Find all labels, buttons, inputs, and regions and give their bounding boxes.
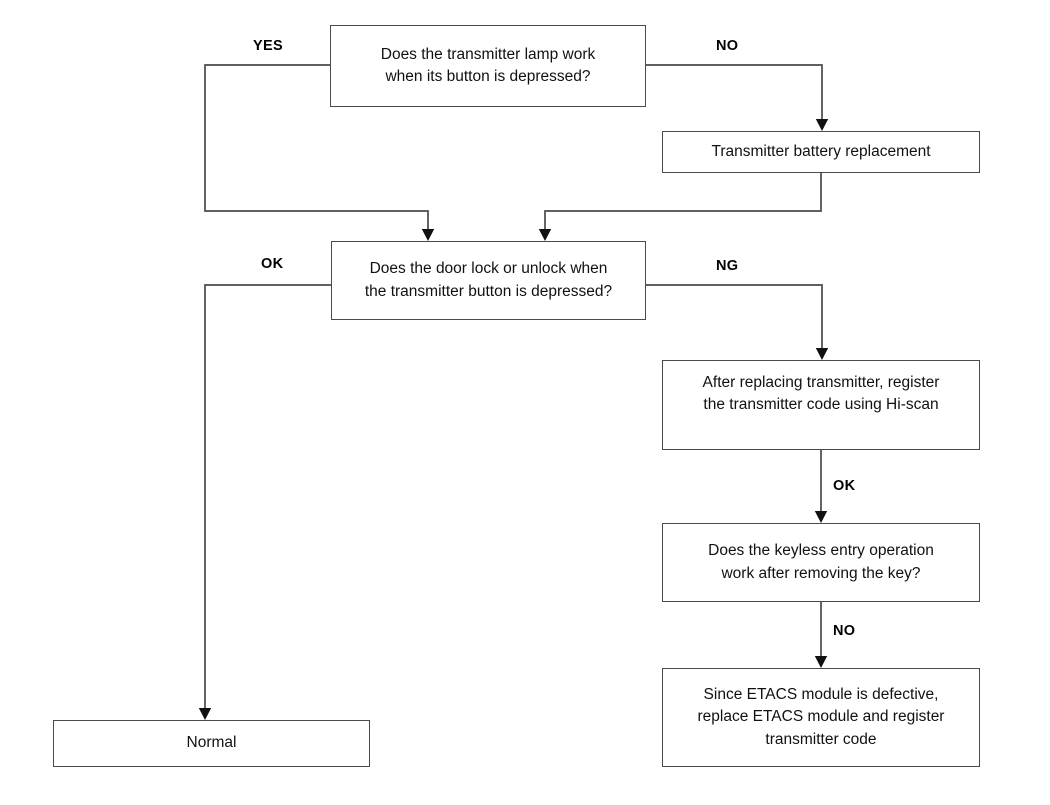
edge-label-ok-register: OK: [833, 478, 856, 494]
connector-doorlock-ok-to-normal: [204, 284, 331, 713]
node-q-keyless: Does the keyless entry operation work af…: [662, 523, 980, 602]
arrowhead-lamp-no-to-battery: [815, 119, 829, 131]
node-etacs-label: Since ETACS module is defective, replace…: [697, 685, 945, 748]
arrowhead-lamp-yes-to-doorlock: [421, 229, 435, 241]
edge-label-yes-lamp: YES: [253, 38, 283, 54]
arrowhead-keyless-to-etacs: [814, 656, 828, 668]
edge-label-ng-doorlock: NG: [716, 258, 739, 274]
node-q-doorlock: Does the door lock or unlock when the tr…: [331, 241, 646, 320]
arrowhead-register-to-keyless: [814, 511, 828, 523]
node-q-doorlock-label: Does the door lock or unlock when the tr…: [364, 260, 613, 300]
node-etacs: Since ETACS module is defective, replace…: [662, 668, 980, 767]
edge-label-ok-doorlock: OK: [261, 256, 284, 272]
connector-doorlock-ng-to-register: [646, 284, 823, 353]
arrowhead-doorlock-ng-to-register: [815, 348, 829, 360]
node-q-lamp: Does the transmitter lamp work when its …: [330, 25, 646, 107]
arrowhead-doorlock-ok-to-normal: [198, 708, 212, 720]
node-q-keyless-label: Does the keyless entry operation work af…: [708, 542, 934, 582]
node-q-lamp-label: Does the transmitter lamp work when its …: [380, 45, 596, 85]
node-register: After replacing transmitter, register th…: [662, 360, 980, 450]
node-battery: Transmitter battery replacement: [662, 131, 980, 173]
node-battery-label: Transmitter battery replacement: [711, 142, 931, 160]
node-normal-label: Normal: [186, 734, 237, 752]
node-normal: Normal: [53, 720, 370, 767]
arrowhead-battery-to-doorlock: [538, 229, 552, 241]
connector-lamp-no-to-battery: [646, 64, 823, 124]
connector-battery-to-doorlock: [544, 173, 822, 234]
edge-label-no-keyless: NO: [833, 623, 856, 639]
edge-label-no-lamp: NO: [716, 38, 739, 54]
node-register-label: After replacing transmitter, register th…: [702, 374, 940, 414]
